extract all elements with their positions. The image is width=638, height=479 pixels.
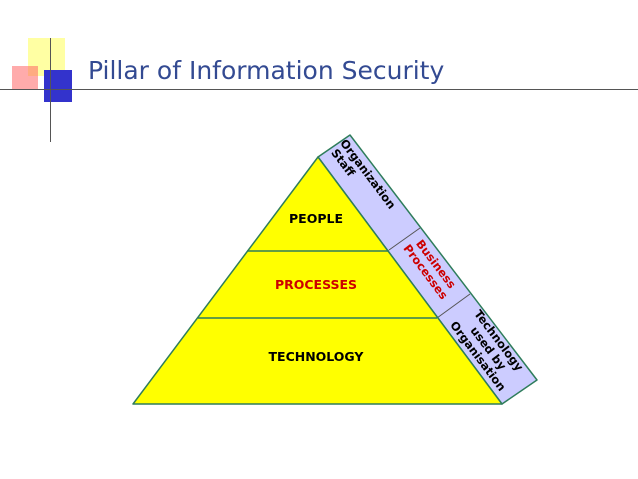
level-label-people: PEOPLE — [289, 211, 343, 226]
decorative-pink-square — [12, 66, 38, 90]
decorative-horizontal-line — [0, 89, 638, 90]
side-band-divider-1 — [388, 227, 421, 251]
decorative-blue-square — [44, 70, 72, 102]
decorative-vertical-line — [50, 38, 51, 142]
pyramid-front-face — [132, 156, 503, 405]
slide-title: Pillar of Information Security — [88, 56, 445, 85]
level-label-technology: TECHNOLOGY — [269, 349, 365, 364]
side-band-divider-2 — [436, 293, 471, 319]
level-label-processes: PROCESSES — [275, 277, 357, 292]
